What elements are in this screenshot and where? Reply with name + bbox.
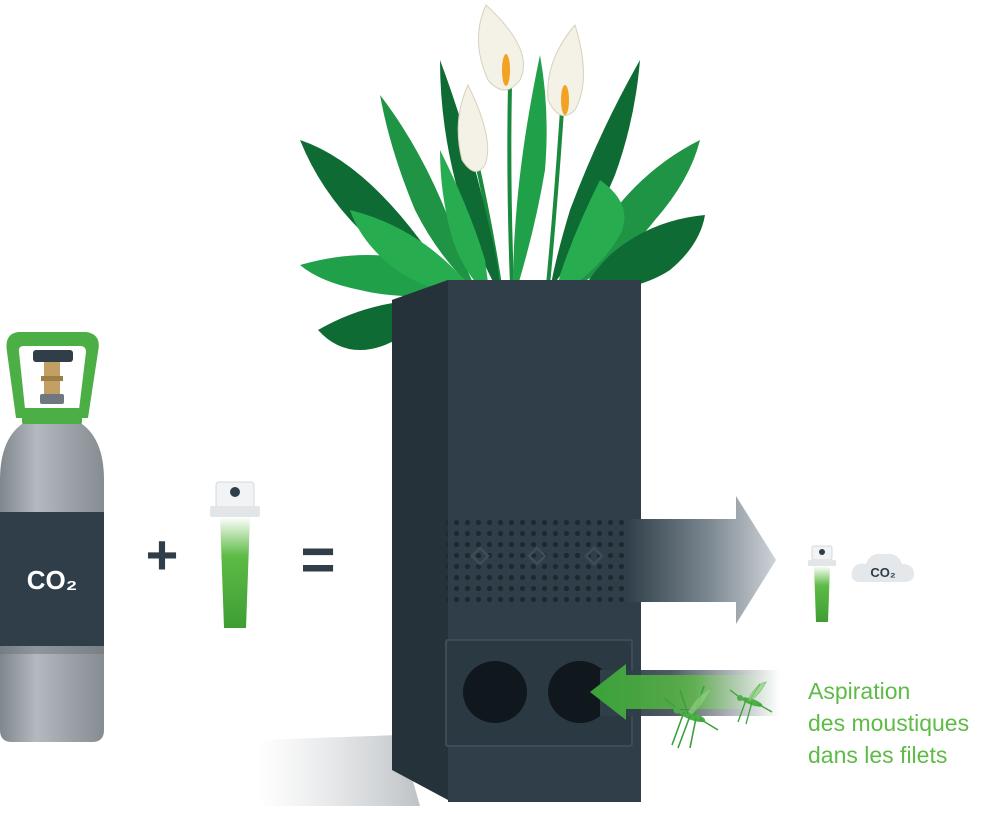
caption-line-2: des moustiques (808, 710, 970, 736)
intake-hole-right (548, 661, 612, 723)
caption-line-3: dans les filets (808, 742, 948, 768)
co2-output-arrow (626, 496, 776, 624)
caption-line-1: Aspiration (808, 678, 911, 704)
lure-capsule-icon (210, 481, 260, 628)
device-side (392, 280, 448, 800)
equals-operator: = (300, 526, 335, 593)
valve-cap (33, 350, 73, 362)
plus-operator: + (146, 523, 179, 586)
co2-cloud-icon: CO₂ (851, 553, 914, 582)
mosquito-icon-small (729, 681, 773, 725)
intake-hole-left (463, 661, 527, 723)
cylinder-label: CO₂ (27, 565, 78, 595)
co2-cylinder: CO₂ (0, 332, 104, 742)
mosquito-icon-large (663, 685, 719, 749)
intake-caption: Aspiration des moustiques dans les filet… (808, 675, 993, 771)
cylinder-band (0, 512, 104, 646)
peace-lily-plant (300, 4, 705, 350)
cylinder-handle (6, 332, 99, 418)
cloud-label: CO₂ (870, 565, 896, 580)
trap-device (392, 280, 641, 802)
cylinder-collar (22, 408, 82, 426)
grille-ornaments (470, 546, 604, 566)
lure-output-icon (808, 545, 836, 622)
device-shadow (258, 735, 420, 806)
